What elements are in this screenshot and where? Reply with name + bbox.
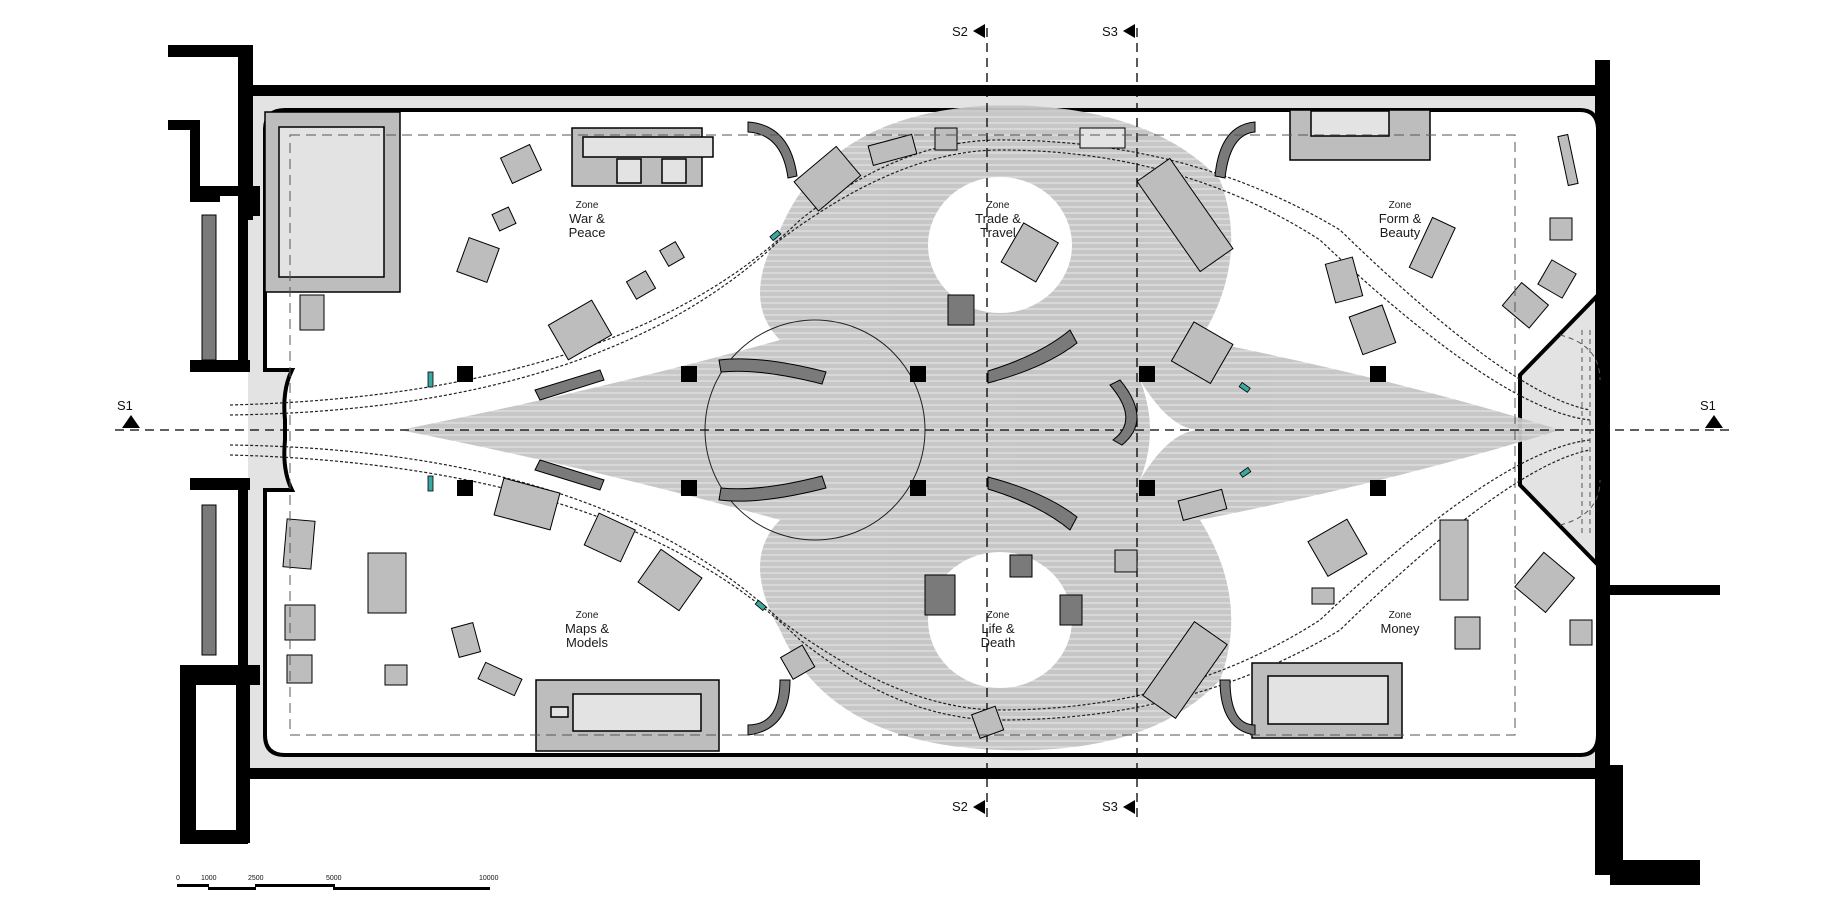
zone-name-line2: Beauty [1379,225,1421,241]
zone-label-money: Zone Money [1380,610,1419,636]
scale-tick-2500: 2500 [248,875,264,882]
zone-name-line1: Maps & [564,620,610,636]
zone-name-line2: Death [980,635,1016,651]
dark-showcases [924,294,1083,626]
scale-tick-5000: 5000 [326,875,342,882]
zone-name-line2: Peace [568,225,606,241]
zone-name-line1: Trade & [975,210,1021,226]
scale-tick-10000: 10000 [479,875,499,882]
section-marker-s3-top: S3 [1102,24,1118,39]
structural-columns [457,366,1386,496]
zone-kicker: Zone [1388,610,1412,621]
scale-bar [177,884,490,890]
left-window-strip [201,214,217,656]
teal-seating-accents [427,229,1252,612]
section-arrows [122,24,1723,814]
zone-label-trade-travel: Zone Trade & Travel [975,200,1021,241]
zone-label-war-peace: Zone War & Peace [569,200,606,241]
section-marker-s1-right: S1 [1700,398,1716,413]
showcase-boundary [289,134,1516,736]
scale-tick-0: 0 [176,875,180,882]
zone-label-maps-models: Zone Maps & Models [565,610,609,651]
zone-kicker: Zone [986,610,1010,621]
zone-name-line2: Models [566,635,608,651]
section-marker-s2-bottom: S2 [952,799,968,814]
zone-name-line1: Life & [981,620,1015,636]
outer-walls [168,45,1720,885]
zone-kicker: Zone [575,610,599,621]
showcases-large [264,109,1431,752]
zone-name-line1: Form & [1378,210,1422,226]
zone-label-life-death: Zone Life & Death [981,610,1016,651]
zone-kicker: Zone [1388,200,1412,211]
zone-kicker: Zone [575,200,599,211]
zone-label-form-beauty: Zone Form & Beauty [1379,200,1422,241]
section-marker-s1-left: S1 [117,398,133,413]
zone-name-line2: Travel [980,225,1016,241]
right-exits [1559,330,1601,535]
section-marker-s2-top: S2 [952,24,968,39]
scale-tick-1000: 1000 [201,875,217,882]
section-marker-s3-bottom: S3 [1102,799,1118,814]
zone-name-line1: Money [1380,620,1420,636]
display-cases [282,127,1593,739]
zone-name-line1: War & [569,210,605,226]
curved-benches [534,121,1256,736]
zone-kicker: Zone [986,200,1010,211]
